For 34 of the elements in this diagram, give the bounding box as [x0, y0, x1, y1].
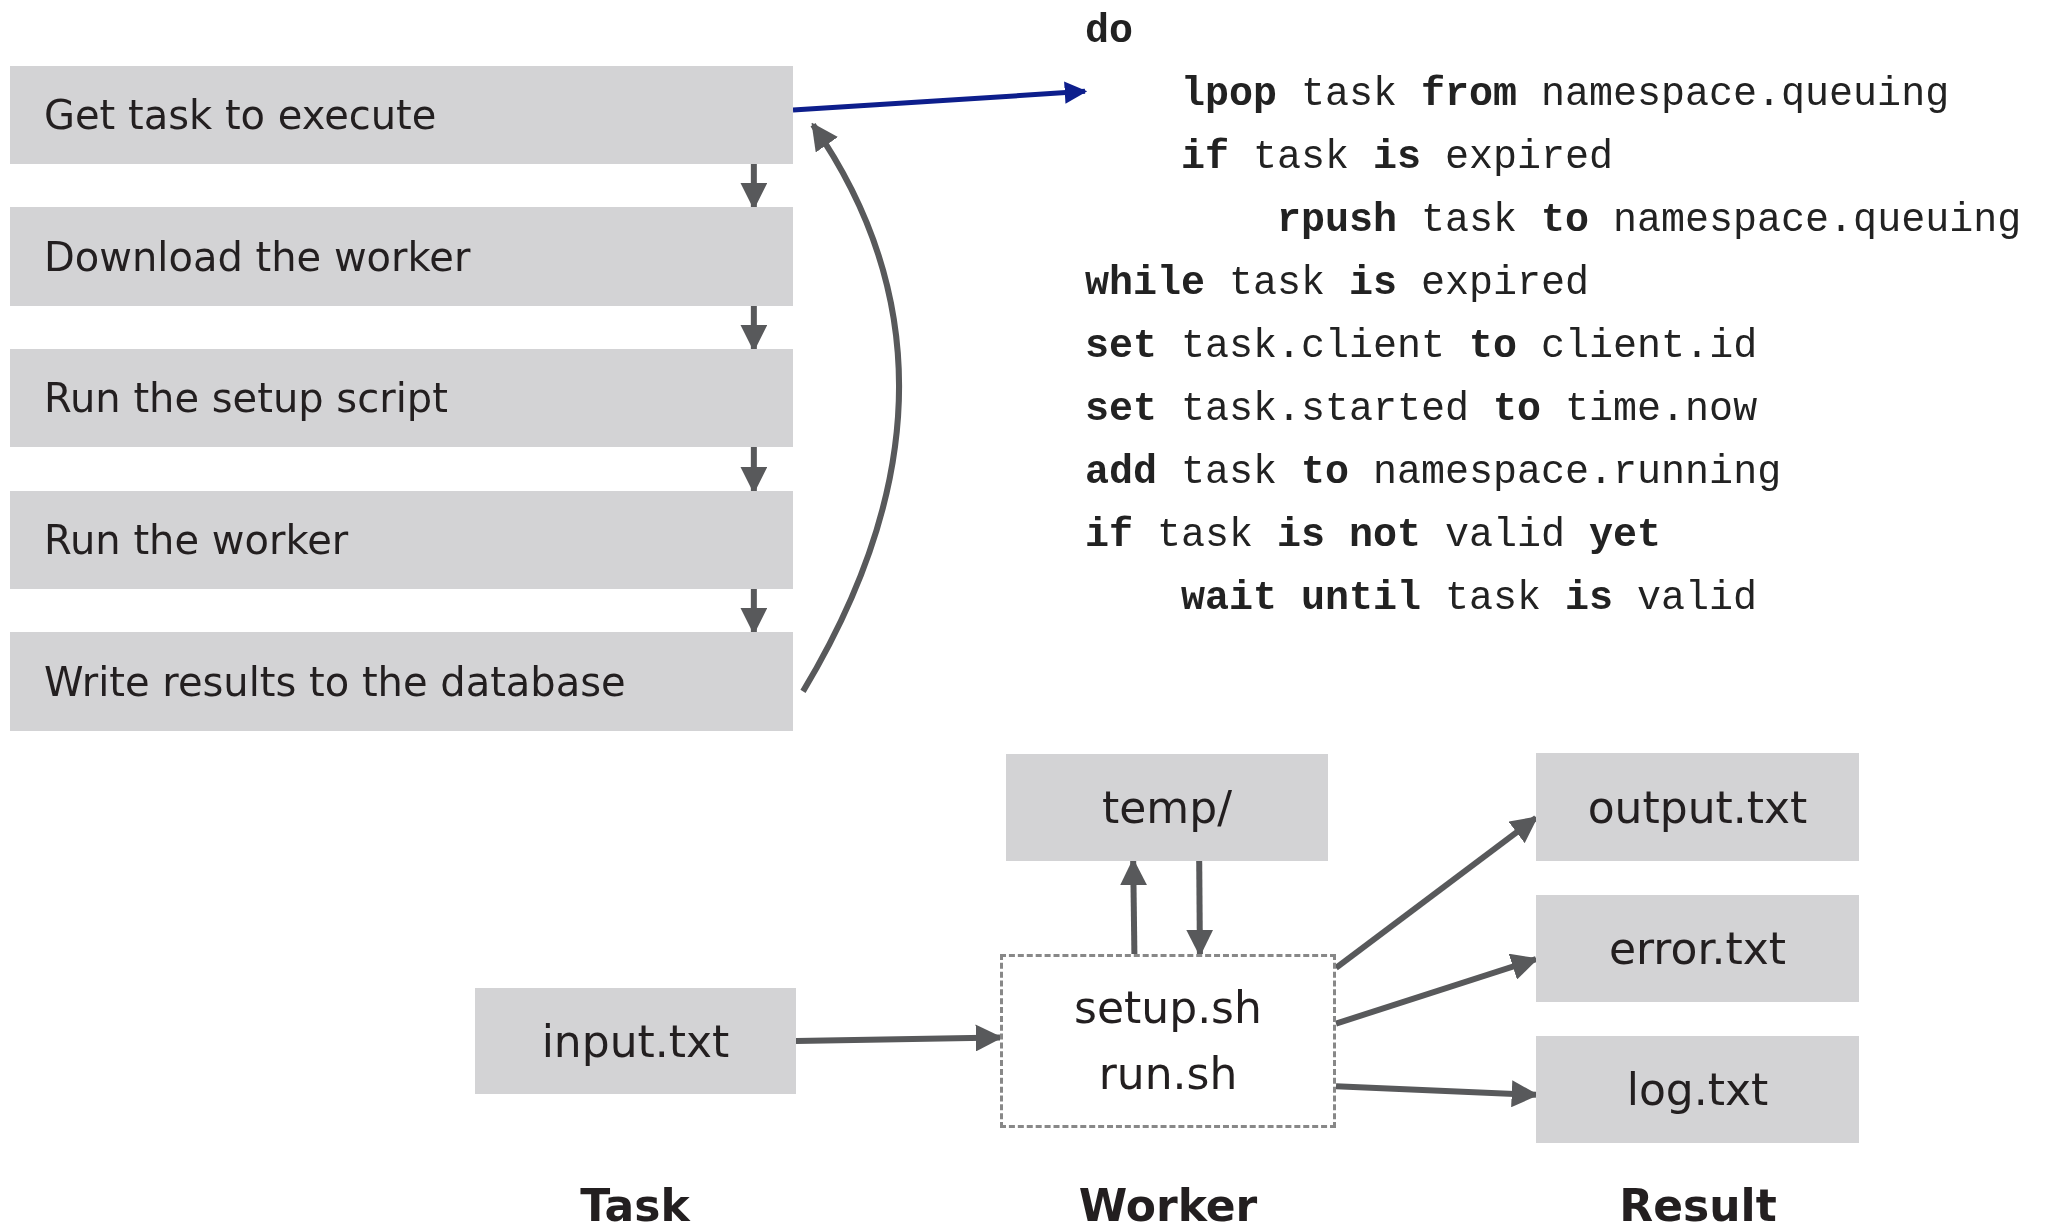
arrow [792, 81, 1088, 113]
process-box: Write results to the database [10, 632, 793, 731]
process-box: Run the setup script [10, 349, 793, 447]
file-name: run.sh [1098, 1047, 1238, 1101]
column-heading: Task [580, 1180, 690, 1231]
arrow [740, 447, 768, 494]
code-line: while task is expired [1085, 260, 1591, 308]
process-box: Download the worker [10, 207, 793, 306]
code-line: rpush task to namespace.queuing [1276, 197, 2023, 245]
file-box: output.txt [1536, 753, 1859, 861]
arrow [740, 164, 768, 210]
code-line: do [1085, 8, 1134, 56]
arrow [1186, 860, 1214, 957]
code-line: add task to namespace.running [1085, 449, 1783, 497]
file-box: error.txt [1536, 895, 1859, 1002]
file-box: input.txt [475, 988, 796, 1094]
code-line: lpop task from namespace.queuing [1180, 71, 1951, 119]
arrow [740, 589, 768, 635]
arrow [795, 1024, 1003, 1052]
column-heading: Worker [1078, 1180, 1258, 1231]
arrow [740, 306, 768, 352]
file-name: setup.sh [1074, 981, 1262, 1035]
code-line: if task is expired [1180, 134, 1615, 182]
code-line: set task.started to time.now [1085, 386, 1759, 434]
code-line: set task.client to client.id [1085, 323, 1759, 371]
dashed-box [1000, 954, 1336, 1128]
process-box: Get task to execute [10, 66, 793, 164]
code-line: if task is not valid yet [1085, 512, 1663, 560]
arrow [800, 122, 902, 693]
file-box: temp/ [1006, 754, 1328, 861]
process-box: Run the worker [10, 491, 793, 589]
file-box: log.txt [1536, 1036, 1859, 1143]
column-heading: Result [1619, 1180, 1777, 1231]
code-line: wait until task is valid [1180, 575, 1759, 623]
